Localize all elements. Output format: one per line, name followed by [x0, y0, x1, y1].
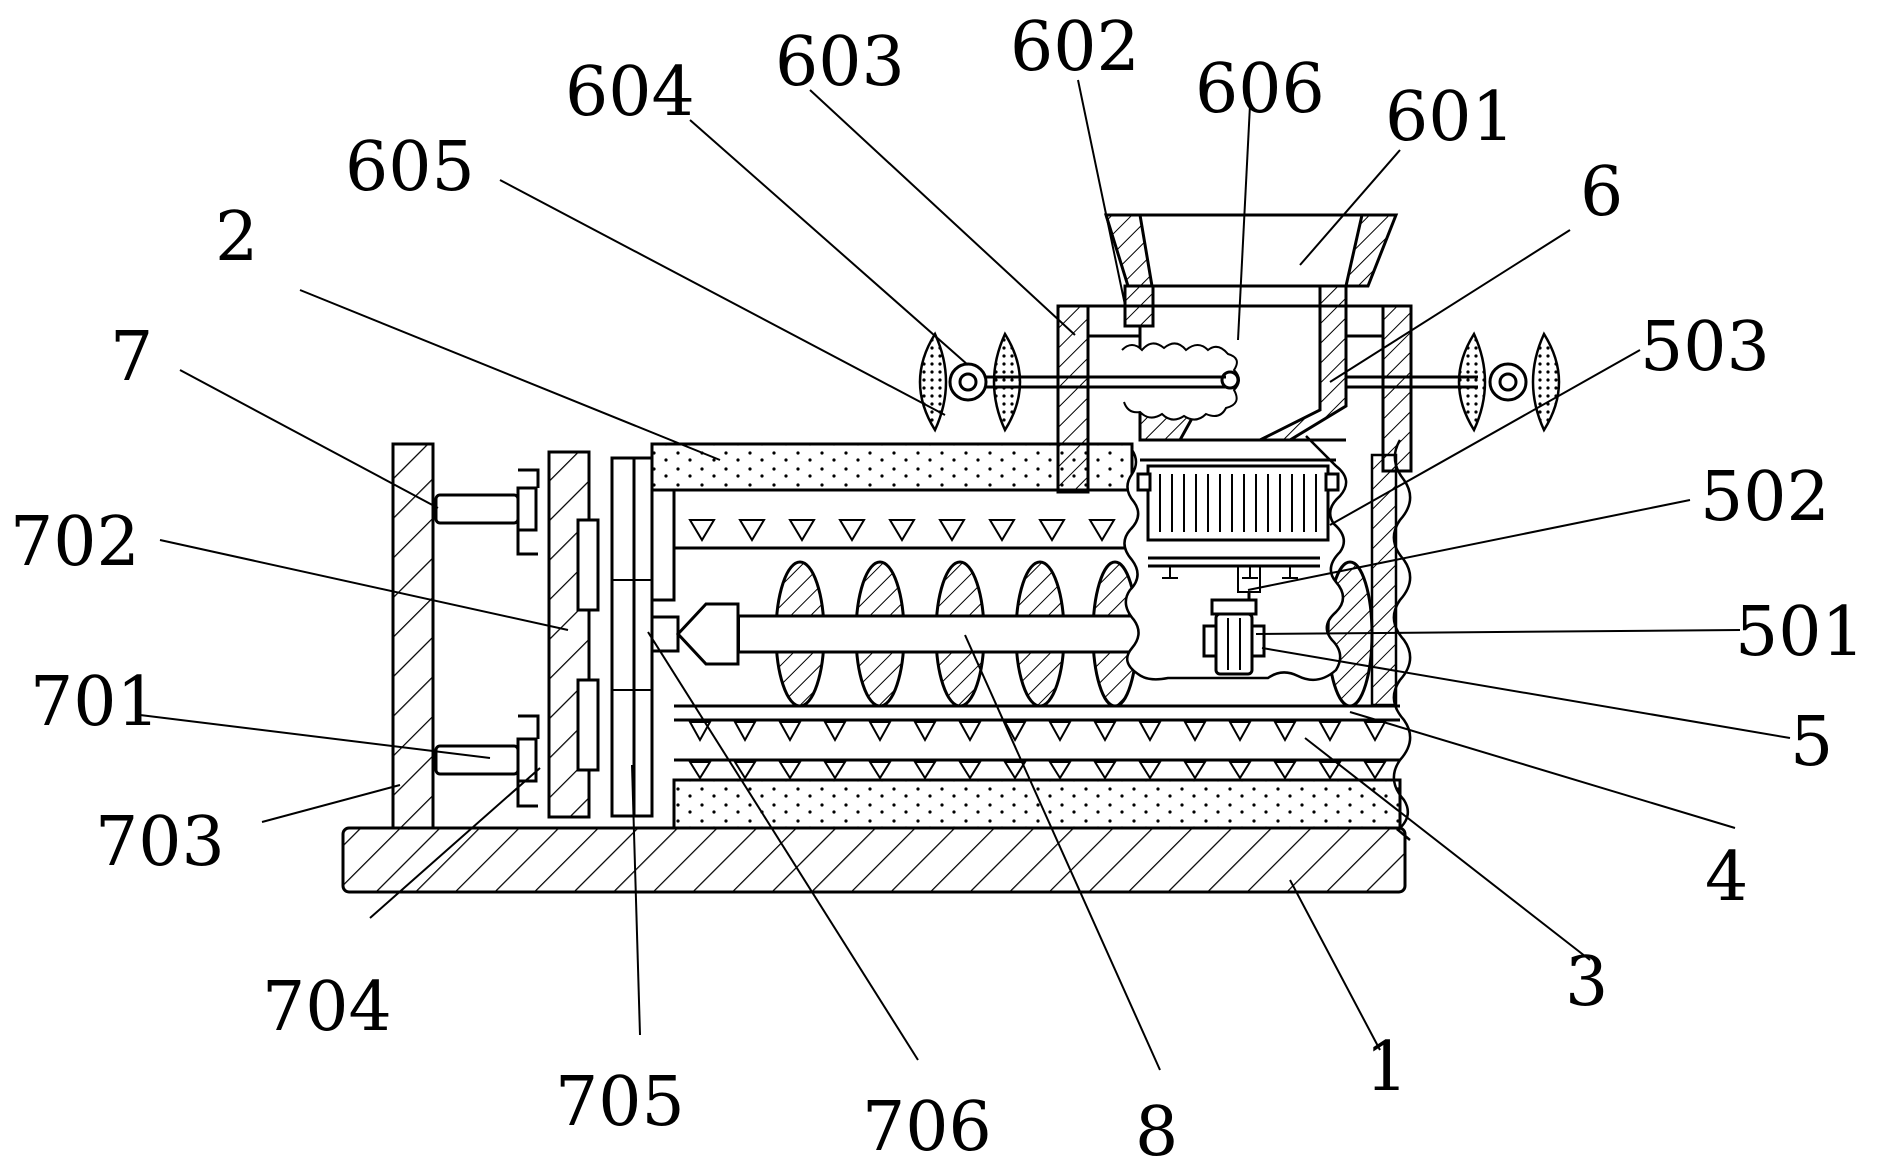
lower-teeth-row-1 — [688, 721, 1387, 743]
label-1: 1 — [1365, 1028, 1408, 1107]
label-7: 7 — [110, 318, 153, 397]
upper-cylinder — [434, 468, 540, 556]
label-706: 706 — [862, 1088, 992, 1167]
hopper — [1103, 213, 1399, 442]
label-601: 601 — [1385, 78, 1515, 157]
right-break-edge — [1392, 439, 1412, 841]
label-604: 604 — [565, 53, 695, 132]
disc-frame — [632, 456, 654, 818]
cone-head — [675, 602, 740, 666]
label-502: 502 — [1700, 458, 1830, 537]
label-602: 602 — [1010, 8, 1140, 87]
label-6: 6 — [1580, 153, 1623, 232]
label-605: 605 — [345, 128, 475, 207]
label-701: 701 — [30, 663, 160, 742]
leader-lines — [139, 79, 1791, 1071]
upper-inner-wall — [650, 488, 676, 602]
label-2: 2 — [215, 198, 258, 277]
base-plate — [341, 826, 1407, 894]
label-705: 705 — [555, 1063, 685, 1142]
reference-numerals: 604 603 602 606 601 605 2 6 503 7 502 70… — [10, 8, 1865, 1169]
label-704: 704 — [262, 968, 392, 1047]
lower-teeth-row-2 — [688, 761, 1387, 780]
left-fan — [918, 331, 1022, 433]
label-4: 4 — [1705, 838, 1748, 917]
label-703: 703 — [95, 803, 225, 882]
right-fan — [1457, 331, 1561, 433]
lower-insulation-layer — [672, 778, 1402, 830]
push-plate-slot-lower — [576, 678, 600, 772]
label-606: 606 — [1195, 50, 1325, 129]
heater-block — [1136, 458, 1340, 542]
label-5: 5 — [1790, 703, 1833, 782]
label-3: 3 — [1565, 943, 1608, 1022]
lower-cylinder — [434, 714, 540, 808]
label-603: 603 — [775, 23, 905, 102]
label-503: 503 — [1640, 308, 1770, 387]
left-support-post — [391, 442, 435, 830]
push-plate-slot-upper — [576, 518, 600, 612]
label-702: 702 — [10, 503, 140, 582]
label-501: 501 — [1735, 593, 1865, 672]
rotating-disc — [610, 456, 636, 818]
right-wall — [1370, 453, 1398, 707]
label-8: 8 — [1135, 1093, 1178, 1169]
upper-teeth-row — [688, 519, 1116, 542]
upper-insulation-layer — [650, 442, 1134, 492]
